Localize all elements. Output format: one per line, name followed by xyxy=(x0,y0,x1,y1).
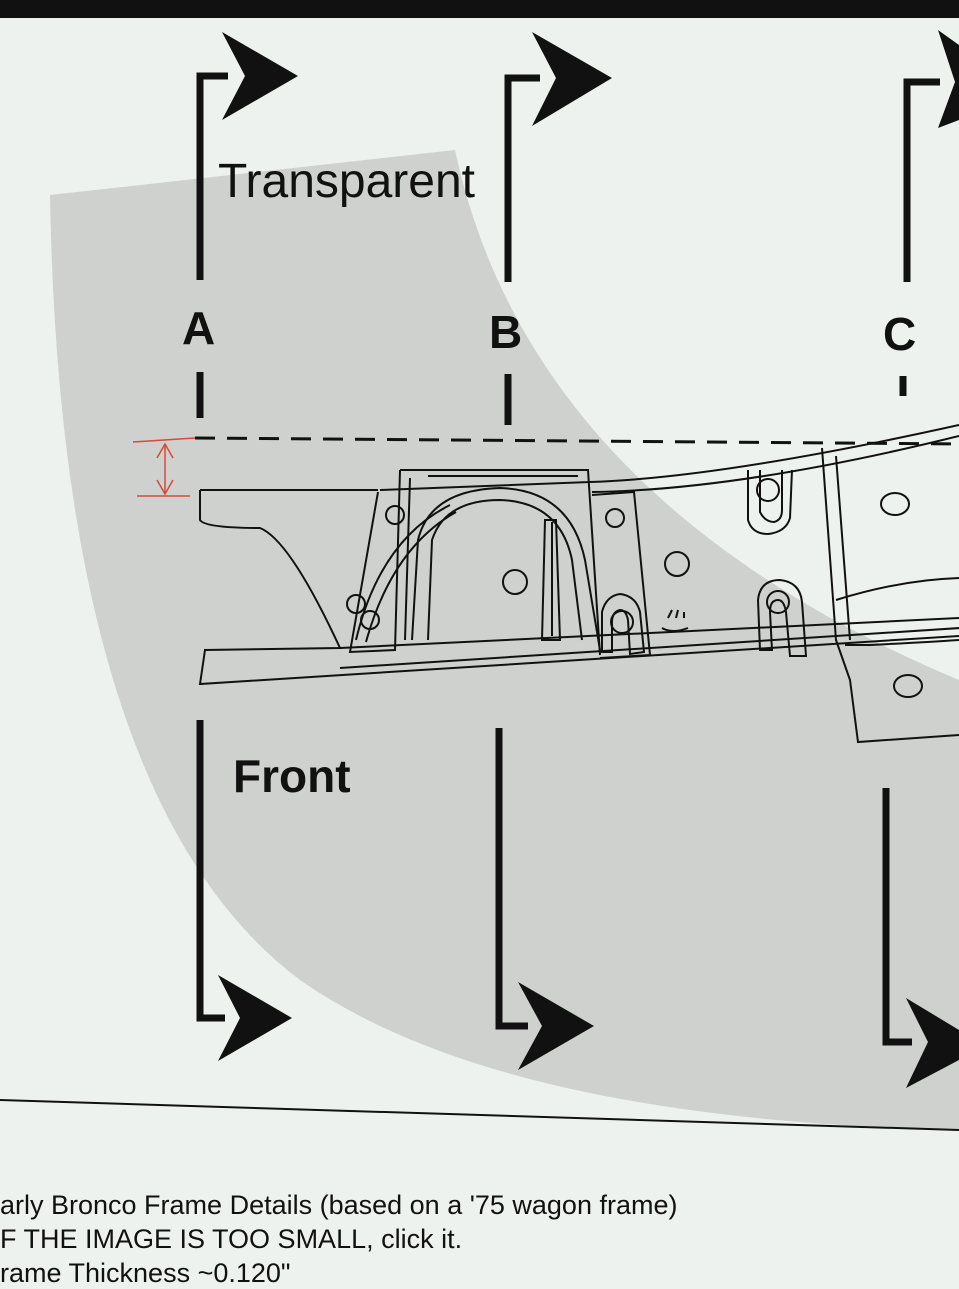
section-a-indicator xyxy=(196,32,298,1061)
section-a-top-arrow-icon xyxy=(222,32,298,120)
transparent-label: Transparent xyxy=(218,155,475,208)
section-b-label: B xyxy=(489,306,522,358)
caption-line-2: F THE IMAGE IS TOO SMALL, click it. xyxy=(0,1224,463,1254)
section-c-label: C xyxy=(883,308,916,360)
top-border xyxy=(0,0,959,18)
height-dimension-marker xyxy=(132,437,196,497)
section-c-indicator xyxy=(882,30,959,1088)
front-label: Front xyxy=(233,750,351,802)
section-c-top-arrow-icon xyxy=(938,30,959,128)
section-a-label: A xyxy=(182,302,215,354)
section-b-indicator xyxy=(495,32,612,1070)
caption-divider xyxy=(0,1099,959,1131)
section-b-top-arrow-icon xyxy=(532,32,612,126)
section-a-bottom-arrow-icon xyxy=(218,975,292,1061)
caption-line-3: rame Thickness ~0.120" xyxy=(0,1258,291,1288)
section-c-bottom-arrow-icon xyxy=(906,998,959,1088)
caption-line-1: arly Bronco Frame Details (based on a '7… xyxy=(0,1190,678,1220)
frame-rail-drawing xyxy=(198,424,959,744)
section-b-bottom-arrow-icon xyxy=(518,982,594,1070)
